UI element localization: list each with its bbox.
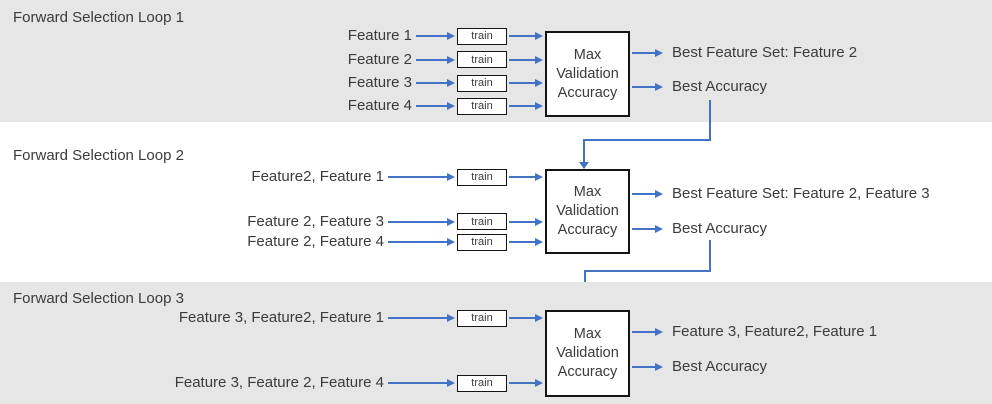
max-box-line: Accuracy xyxy=(557,364,618,380)
train-to-max-arrow-icon xyxy=(509,55,543,64)
connector-loop2-loop3-segment xyxy=(709,240,711,272)
train-box: train xyxy=(457,74,507,92)
train-to-max-arrow-icon xyxy=(509,314,543,322)
input-label: Feature 3 xyxy=(347,74,412,91)
max-validation-accuracy-box: Max Validation Accuracy xyxy=(545,169,630,254)
output-arrow-icon xyxy=(632,49,663,57)
train-box: train xyxy=(457,233,507,251)
train-to-max-arrow-icon xyxy=(509,173,543,181)
max-box-line: Validation xyxy=(556,65,619,82)
connector-loop1-loop2-segment xyxy=(583,139,585,163)
output-label-best-accuracy: Best Accuracy xyxy=(672,220,768,237)
connector-arrowhead-down-icon xyxy=(579,162,589,169)
input-arrow-icon xyxy=(416,55,455,64)
train-box: train xyxy=(457,374,507,392)
max-box-line: Accuracy xyxy=(557,222,618,238)
input-arrow-icon xyxy=(416,102,455,110)
connector-loop2-loop3-segment xyxy=(584,270,711,272)
train-box: train xyxy=(457,309,507,327)
train-box: train xyxy=(457,97,507,115)
output-label-best-accuracy: Best Accuracy xyxy=(672,78,768,95)
input-label: Feature 2 xyxy=(347,50,412,68)
output-arrow-icon xyxy=(632,83,663,91)
output-arrow-icon xyxy=(632,225,663,233)
train-to-max-arrow-icon xyxy=(509,32,543,40)
connector-loop1-loop2-segment xyxy=(583,139,711,141)
connector-loop1-loop2-segment xyxy=(709,100,711,141)
max-box-line: Validation xyxy=(556,345,619,361)
train-box: train xyxy=(457,168,507,186)
output-arrow-icon xyxy=(632,363,663,371)
train-box: train xyxy=(457,51,507,68)
max-box-line: Max xyxy=(573,326,602,342)
input-label: Feature 4 xyxy=(347,97,412,114)
loop-1-title: Forward Selection Loop 1 xyxy=(13,9,184,26)
train-to-max-arrow-icon xyxy=(509,379,543,387)
train-box: train xyxy=(457,27,507,45)
output-arrow-icon xyxy=(632,328,663,336)
train-to-max-arrow-icon xyxy=(509,238,543,246)
input-label: Feature 3, Feature2, Feature 1 xyxy=(178,309,384,326)
train-box: train xyxy=(457,213,507,230)
input-label: Feature 3, Feature 2, Feature 4 xyxy=(174,374,384,391)
train-to-max-arrow-icon xyxy=(509,217,543,226)
input-arrow-icon xyxy=(388,238,455,246)
output-label-best-accuracy: Best Accuracy xyxy=(672,358,768,375)
input-arrow-icon xyxy=(416,32,455,40)
input-label: Feature 2, Feature 4 xyxy=(247,233,384,250)
input-label: Feature2, Feature 1 xyxy=(251,168,384,185)
train-to-max-arrow-icon xyxy=(509,102,543,110)
train-to-max-arrow-icon xyxy=(509,79,543,87)
max-box-line: Max xyxy=(573,184,602,200)
input-arrow-icon xyxy=(416,79,455,87)
input-label: Feature 1 xyxy=(347,27,412,44)
input-arrow-icon xyxy=(388,173,455,181)
input-arrow-icon xyxy=(388,314,455,322)
max-box-line: Accuracy xyxy=(557,84,618,101)
input-arrow-icon xyxy=(388,217,455,226)
max-box-line: Max xyxy=(573,46,602,63)
loop-3-title: Forward Selection Loop 3 xyxy=(13,290,184,307)
loop-2-title: Forward Selection Loop 2 xyxy=(13,147,184,164)
max-box-line: Validation xyxy=(556,203,619,219)
output-label-best-feature-set: Best Feature Set: Feature 2 xyxy=(672,44,858,61)
output-label-best-feature-set: Best Feature Set: Feature 2, Feature 3 xyxy=(672,185,930,202)
output-label-best-feature-set: Feature 3, Feature2, Feature 1 xyxy=(672,323,878,340)
input-arrow-icon xyxy=(388,379,455,387)
output-arrow-icon xyxy=(632,190,663,198)
max-validation-accuracy-box: Max Validation Accuracy xyxy=(545,31,630,117)
input-label: Feature 2, Feature 3 xyxy=(247,212,384,230)
max-validation-accuracy-box: Max Validation Accuracy xyxy=(545,310,630,397)
